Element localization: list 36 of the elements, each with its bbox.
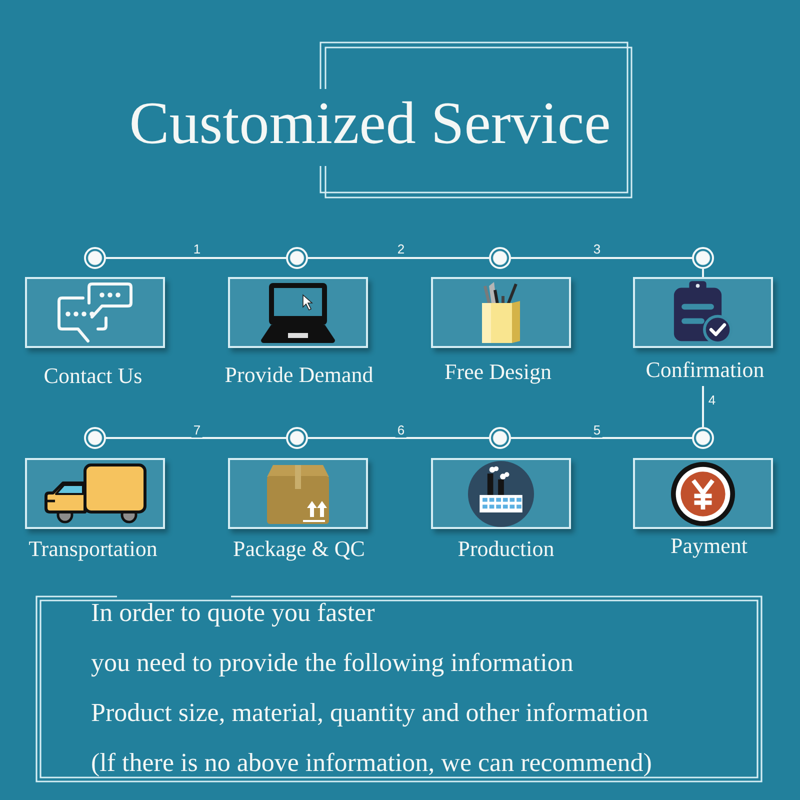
step-number: 1 (191, 242, 203, 256)
timeline-dot (286, 247, 308, 269)
step-number: 2 (395, 242, 407, 256)
step-number: 3 (591, 242, 603, 256)
timeline-dot (286, 427, 308, 449)
info-text: Product size, material, quantity and other information (91, 698, 648, 728)
step-number: 5 (591, 422, 603, 438)
connector-line (702, 386, 704, 427)
connector-line (106, 257, 286, 259)
step-number: 4 (706, 392, 718, 408)
step-label: Production (456, 536, 556, 562)
timeline-dot (489, 427, 511, 449)
step-label: Package & QC (232, 536, 366, 562)
step-label: Confirmation (644, 357, 766, 383)
step-number: 6 (395, 422, 407, 438)
step-label: Transportation (28, 536, 158, 562)
step-number: 7 (191, 422, 203, 438)
step-label: Provide Demand (224, 362, 374, 388)
timeline-dot (84, 427, 106, 449)
connector-line (511, 437, 692, 439)
connector-line (308, 257, 489, 259)
timeline-dot (84, 247, 106, 269)
connector-line (511, 257, 692, 259)
connector-line (308, 437, 489, 439)
title: Customized Service (129, 90, 611, 156)
info-text: In order to quote you faster (91, 598, 375, 628)
connector-line (702, 269, 704, 277)
step-label: Free Design (444, 359, 552, 385)
timeline-dot (489, 247, 511, 269)
timeline-dot (692, 247, 714, 269)
info-text: you need to provide the following information (91, 648, 574, 678)
step-label: Contact Us (42, 363, 144, 389)
step-label: Payment (670, 533, 748, 559)
connector-line (106, 437, 286, 439)
timeline-dot (692, 427, 714, 449)
info-text: (lf there is no above information, we can recommend) (91, 748, 652, 778)
